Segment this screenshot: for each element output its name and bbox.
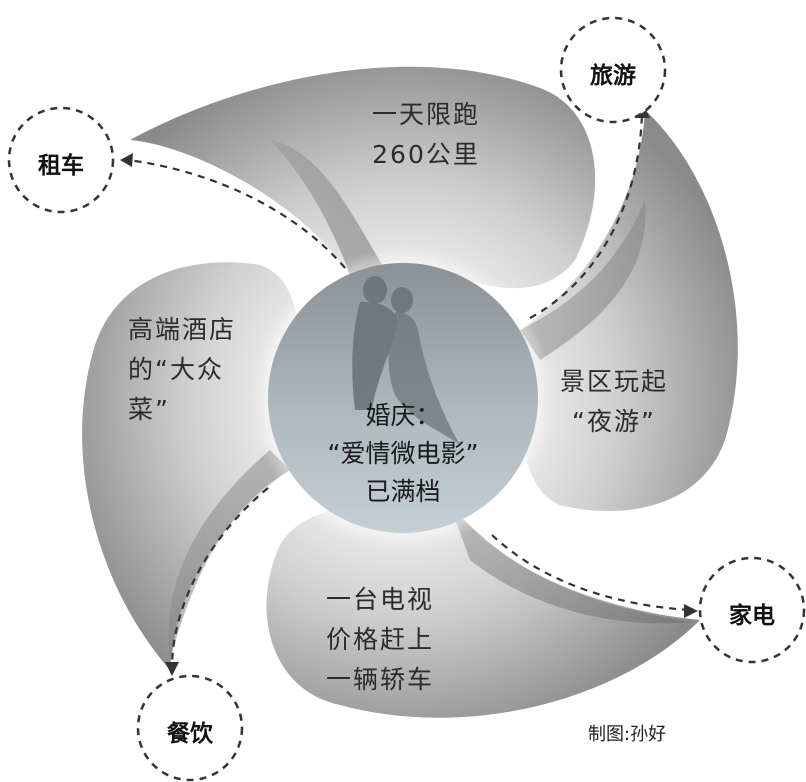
credit-text: 制图:孙好 [588,724,667,745]
arrow-to-dining [170,487,269,669]
blade-bottom [266,501,700,718]
tag-dining: 餐饮 [167,721,213,747]
center-title: 婚庆： [365,401,441,430]
blade-left-text: 高端酒店 的“大众 菜” [128,310,236,430]
blade-top-line1: 一天限跑 [372,100,481,129]
blade-bottom-line3: 一辆轿车 [326,665,435,694]
arrow-to-rental [127,158,346,269]
blade-bottom-text: 一台电视 价格赶上 一辆轿车 [326,580,434,700]
center-subtitle: “爱情微电影” [327,439,479,468]
couple-silhouette [352,276,460,445]
blade-top-text: 一天限跑 260公里 [372,95,480,175]
connector-arrows [127,111,691,669]
blade-right-text: 景区玩起 “夜游” [560,362,668,442]
blade-right [518,110,738,512]
tag-travel: 旅游 [590,63,636,89]
blade-right-line2: “夜游” [572,407,656,436]
blade-bottom-line2: 价格赶上 [326,625,435,654]
arrowhead-appliance [684,604,698,618]
arrow-to-travel [529,111,644,319]
blade-bottom-line1: 一台电视 [326,585,435,614]
center-status: 已满档 [365,477,441,506]
tag-circle-appliance [698,556,806,664]
arrow-to-appliance [491,534,691,612]
tag-rental: 租车 [38,153,84,179]
arrowhead-rental [120,153,133,167]
arrowhead-dining [165,662,179,676]
tag-circle-rental [7,106,115,214]
blade-top [130,66,596,289]
center-text: 婚庆： “爱情微电影” 已满档 [303,397,503,511]
blade-top-line2: 260公里 [372,140,480,169]
blade-left-line1: 高端酒店 [128,315,237,344]
blade-left-line3: 菜” [128,395,170,424]
tag-circle-travel [559,16,667,124]
tag-appliance: 家电 [729,603,775,629]
blade-left-line2: 的“大众 [128,355,224,384]
tag-circle-dining [136,674,244,782]
blade-right-line1: 景区玩起 [560,367,669,396]
